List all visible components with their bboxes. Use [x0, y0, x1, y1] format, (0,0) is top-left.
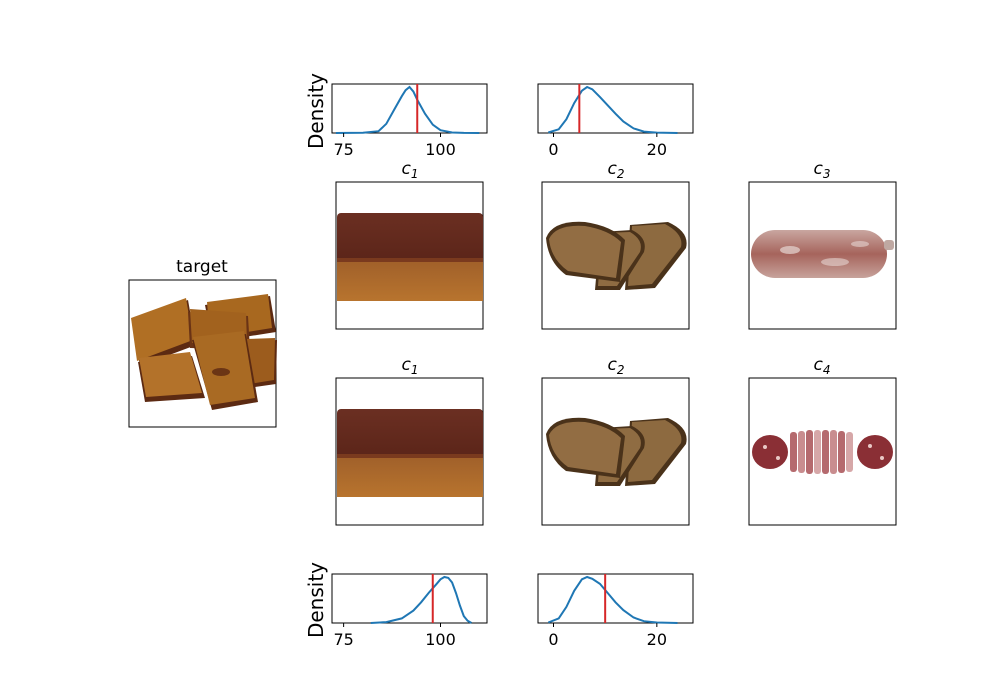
density-curve	[548, 85, 678, 134]
panel-title: c1	[402, 355, 419, 377]
x-axis-ticks: 75 100	[333, 133, 456, 159]
panel-title: c1	[402, 159, 419, 181]
x-tick-label: 100	[425, 630, 456, 649]
density-curve	[335, 85, 480, 134]
plot-frame	[537, 573, 694, 624]
row2-panel-3: c4	[748, 355, 897, 526]
row2-panel-1: c1	[335, 355, 484, 526]
bread-slices-image	[546, 221, 687, 290]
gingerbread-slices-image	[131, 294, 277, 410]
panel-title: c4	[814, 355, 831, 377]
brown-loaf-image	[337, 213, 483, 301]
x-tick-label: 20	[647, 140, 667, 159]
row2-panel-2: c2	[541, 355, 690, 526]
y-axis-label: Density	[304, 562, 328, 638]
target-panel: target	[128, 257, 277, 428]
x-tick-label: 0	[548, 630, 558, 649]
plot-frame	[537, 83, 694, 134]
brown-loaf-image	[337, 409, 483, 497]
x-axis-ticks: 0 20	[548, 133, 667, 159]
row1-panel-2: c2	[541, 159, 690, 330]
plot-frame	[331, 83, 488, 134]
density-plot-bottom-left: 75 100 Density	[304, 562, 488, 649]
density-curve	[547, 575, 678, 624]
row1-panel-3: c3	[748, 159, 897, 330]
x-tick-label: 75	[333, 140, 353, 159]
panel-title: c3	[814, 159, 831, 181]
x-tick-label: 75	[333, 630, 353, 649]
whole-salami-image	[751, 230, 894, 278]
plot-frame	[331, 573, 488, 624]
density-plot-top-right: 0 20	[537, 83, 694, 159]
bread-slices-image	[546, 417, 687, 486]
x-tick-label: 20	[647, 630, 667, 649]
sliced-salami-image	[752, 430, 893, 474]
density-plot-top-left: 75 100 Density	[304, 73, 488, 159]
x-axis-ticks: 75 100	[333, 623, 456, 649]
panel-title: c2	[608, 355, 625, 377]
row1-panel-1: c1	[335, 159, 484, 330]
x-tick-label: 0	[548, 140, 558, 159]
x-axis-ticks: 0 20	[548, 623, 667, 649]
x-tick-label: 100	[425, 140, 456, 159]
density-curve	[370, 575, 473, 624]
panel-title: c2	[608, 159, 625, 181]
y-axis-label: Density	[304, 73, 328, 149]
target-title: target	[176, 257, 228, 277]
density-plot-bottom-right: 0 20	[537, 573, 694, 649]
